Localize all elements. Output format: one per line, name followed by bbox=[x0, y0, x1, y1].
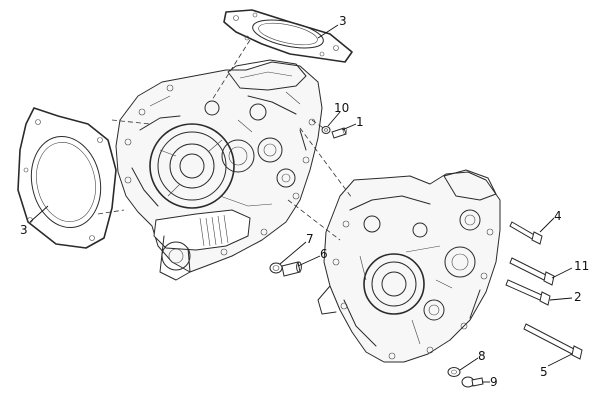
callout-9: 9 bbox=[490, 375, 498, 389]
left-cylinder-gasket bbox=[17, 107, 117, 249]
callout-11: 11 bbox=[574, 259, 589, 273]
callout-2: 2 bbox=[574, 290, 582, 304]
part-8-washer bbox=[447, 367, 461, 377]
callout-4: 4 bbox=[554, 209, 562, 223]
callout-7: 7 bbox=[306, 232, 314, 246]
callout-10: 10 bbox=[334, 101, 349, 115]
callout-1: 1 bbox=[356, 115, 364, 129]
top-cylinder-gasket bbox=[223, 9, 353, 63]
part-2-bolt bbox=[505, 279, 551, 306]
right-crankcase-half bbox=[317, 169, 501, 363]
part-4-bolt bbox=[509, 221, 543, 245]
callout-6: 6 bbox=[320, 247, 328, 261]
part-11-bolt bbox=[509, 257, 555, 286]
part-9-screw bbox=[461, 376, 484, 388]
leader-lines bbox=[29, 24, 573, 383]
part-5-bolt bbox=[523, 323, 583, 360]
part-6-bushing bbox=[281, 261, 302, 277]
part-10-washer bbox=[321, 126, 331, 134]
callout-5: 5 bbox=[540, 365, 548, 379]
callout-3-left: 3 bbox=[20, 223, 28, 237]
callout-labels: 3 3 10 1 7 6 4 11 2 5 8 9 bbox=[20, 14, 589, 389]
callout-8: 8 bbox=[478, 349, 486, 363]
callout-3-top: 3 bbox=[339, 14, 347, 28]
left-crankcase-half bbox=[115, 59, 323, 281]
alignment-lines bbox=[97, 39, 353, 241]
part-1-dowel-pin bbox=[331, 127, 347, 139]
part-7-o-ring bbox=[269, 262, 283, 274]
